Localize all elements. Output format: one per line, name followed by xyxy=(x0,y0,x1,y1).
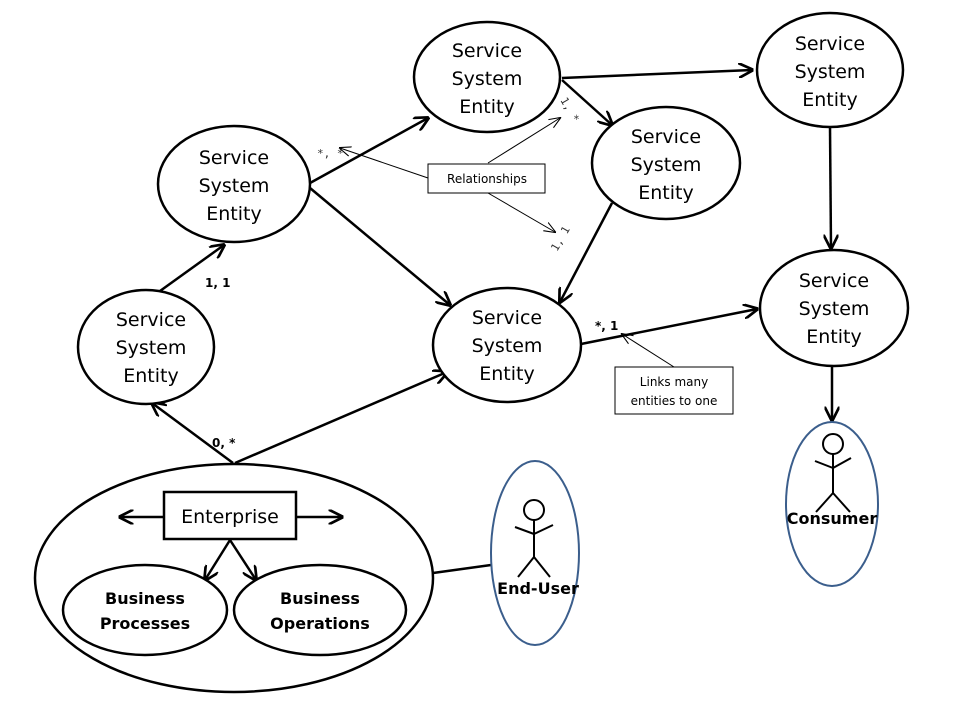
entity-label: Entity xyxy=(479,363,534,385)
business-processes[interactable]: Business Processes xyxy=(61,563,229,657)
cardinality-label: 0, * xyxy=(212,436,236,450)
business-operations-label: Operations xyxy=(270,614,370,633)
entity-label: Entity xyxy=(638,182,693,204)
entity-label: Service xyxy=(795,33,865,55)
edge-e7-e4 xyxy=(159,245,224,293)
business-operations[interactable]: Business Operations xyxy=(232,563,408,657)
pointer-to-e4e1 xyxy=(340,148,429,179)
edge-e5-e6 xyxy=(580,309,757,346)
entity-label: Entity xyxy=(123,365,178,387)
edge-e1-e3 xyxy=(561,79,612,125)
stick-figure-icon xyxy=(514,499,554,578)
edge-e4-e5 xyxy=(309,187,450,305)
entity-e7[interactable]: Service System Entity xyxy=(76,288,216,406)
edge-e2-e6 xyxy=(830,126,831,248)
actor-end-user[interactable]: End-User xyxy=(490,460,580,646)
entity-e2[interactable]: Service System Entity xyxy=(755,11,905,129)
enterprise-group[interactable]: Enterprise Business Processes Business O… xyxy=(33,462,435,694)
edge-e1-e2 xyxy=(561,70,752,80)
consumer-label: Consumer xyxy=(787,509,878,528)
entity-e1[interactable]: Service System Entity xyxy=(412,20,562,134)
stick-figure-icon xyxy=(814,433,852,513)
entity-label: System xyxy=(795,61,866,83)
enterprise-label: Enterprise xyxy=(181,506,279,528)
pointer-to-e4e5 xyxy=(487,192,555,232)
edge-enterprise-e5 xyxy=(234,372,447,465)
edge-e4-e1 xyxy=(309,118,428,185)
edges xyxy=(152,70,832,575)
enterprise-to-bo-arrow xyxy=(228,539,256,580)
enterprise-box[interactable] xyxy=(162,490,298,541)
entity-label: System xyxy=(116,337,187,359)
entity-label: System xyxy=(799,298,870,320)
entity-label: Entity xyxy=(206,203,261,225)
business-processes-label: Processes xyxy=(100,614,190,633)
entity-e5[interactable]: Service System Entity xyxy=(431,286,583,404)
entity-label: System xyxy=(472,335,543,357)
entity-e6[interactable]: Service System Entity xyxy=(758,248,910,368)
pointer-to-e5e6 xyxy=(622,334,675,368)
entity-e3[interactable]: Service System Entity xyxy=(590,105,742,221)
entity-label: Service xyxy=(472,307,542,329)
links-many-note: Links many entities to one xyxy=(614,366,734,415)
entity-label: Service xyxy=(452,40,522,62)
note-pointers xyxy=(340,118,675,368)
entity-label: Service xyxy=(799,270,869,292)
enterprise-to-bp-arrow xyxy=(205,539,232,580)
entity-e4[interactable]: Service System Entity xyxy=(156,124,312,244)
entity-label: Entity xyxy=(802,89,857,111)
cardinality-label: 1, 1 xyxy=(548,224,573,253)
entity-label: Entity xyxy=(459,96,514,118)
edge-enterprise-enduser xyxy=(432,563,492,575)
actor-consumer[interactable]: Consumer xyxy=(785,421,879,587)
pointer-to-e1e3 xyxy=(487,118,560,164)
entity-label: Entity xyxy=(806,326,861,348)
end-user-label: End-User xyxy=(497,579,579,598)
entity-label: System xyxy=(631,154,702,176)
entity-label: Service xyxy=(631,126,701,148)
links-many-note-text: entities to one xyxy=(631,394,718,408)
cardinality-label: 1, * xyxy=(557,95,582,124)
cardinality-label: *, 1 xyxy=(595,319,618,333)
business-operations-label: Business xyxy=(280,589,360,608)
entity-label: System xyxy=(199,175,270,197)
entity-label: System xyxy=(452,68,523,90)
relationships-note: Relationships xyxy=(427,163,546,194)
cardinality-label: 1, 1 xyxy=(205,276,230,290)
links-many-note-text: Links many xyxy=(640,375,708,389)
edge-enterprise-e7 xyxy=(152,403,234,465)
entity-label: Service xyxy=(116,309,186,331)
edge-e3-e5 xyxy=(560,202,614,302)
relationships-note-text: Relationships xyxy=(447,172,527,186)
business-processes-label: Business xyxy=(105,589,185,608)
entity-label: Service xyxy=(199,147,269,169)
cardinality-label: *, * xyxy=(317,147,344,160)
